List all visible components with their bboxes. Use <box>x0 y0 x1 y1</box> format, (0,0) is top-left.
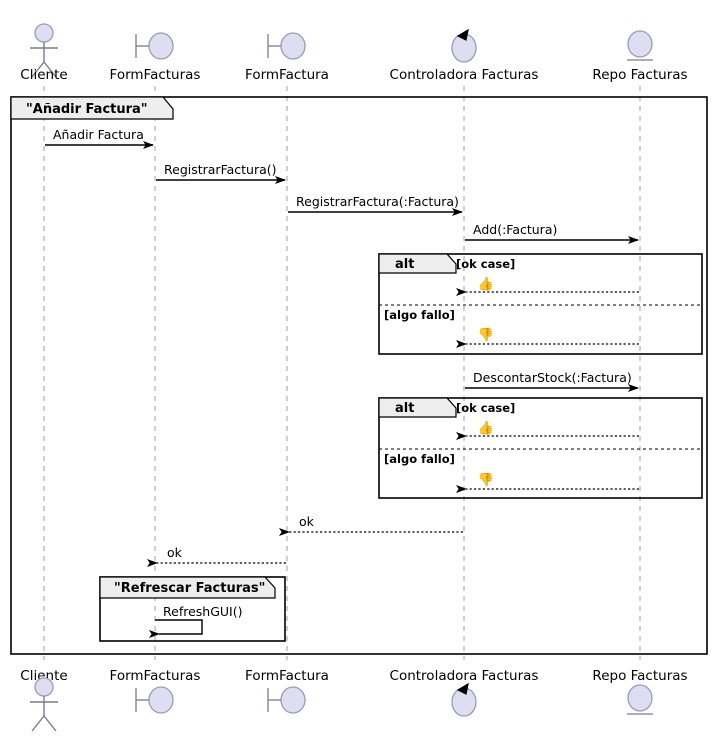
lifeline-label-controladora-top: Controladora Facturas <box>390 67 539 83</box>
self-message-label: RefreshGUI() <box>163 604 242 619</box>
thumbs-down-icon: 👎 <box>478 472 494 488</box>
message-label: DescontarStock(:Factura) <box>473 370 632 385</box>
fragment-guard-label: [algo fallo] <box>384 308 455 322</box>
frames-layer: "Añadir Factura" <box>10 96 708 655</box>
message-alt2-1[interactable]: 👎 <box>456 472 639 493</box>
thumbs-up-icon: 👍 <box>478 420 494 436</box>
message-m5[interactable]: DescontarStock(:Factura) <box>465 370 639 392</box>
fragment-alt2: alt [ok case] 👍 [algo fallo] 👎 <box>378 397 703 499</box>
lifelines-layer: ClienteClienteFormFacturasFormFacturasFo… <box>20 23 688 732</box>
fragment-alt1: alt [ok case] 👍 [algo fallo] 👎 <box>378 253 703 355</box>
boundary-icon <box>135 686 174 714</box>
boundary-icon <box>267 686 306 714</box>
entity-icon <box>627 684 653 715</box>
fragment-section-1: [algo fallo] 👎 <box>384 308 639 348</box>
message-label: ok <box>167 545 183 560</box>
fragment-box <box>378 253 703 355</box>
lifeline-label-formfactura-bottom: FormFactura <box>245 668 329 684</box>
lifeline-label-cliente-top: Cliente <box>20 67 67 83</box>
fragment-guard-label: [ok case] <box>456 401 515 415</box>
boundary-icon <box>267 32 306 60</box>
inner-frame-layer: "Refrescar Facturas" RefreshGUI() <box>99 576 286 642</box>
actor-stick-figure-icon <box>30 23 58 78</box>
outer-frame: "Añadir Factura" <box>10 96 708 655</box>
message-label: Add(:Factura) <box>473 222 557 237</box>
control-icon <box>451 28 477 63</box>
message-m6[interactable]: ok <box>279 514 463 536</box>
message-alt1-1[interactable]: 👎 <box>456 327 639 348</box>
fragment-operator-tab <box>378 397 457 418</box>
self-message-arrow <box>149 619 203 638</box>
message-label: RegistrarFactura() <box>164 162 277 177</box>
lifeline-label-formfacturas-top: FormFacturas <box>110 67 201 83</box>
fragment-box <box>378 397 703 499</box>
fragments-layer: alt[ok case]👍[algo fallo]👎alt[ok case]👍[… <box>378 253 703 499</box>
actor-stick-figure-icon <box>30 677 58 732</box>
message-m7[interactable]: ok <box>147 545 286 567</box>
lifeline-label-repo-top: Repo Facturas <box>592 67 687 83</box>
self-message-refreshgui[interactable]: RefreshGUI() <box>149 604 242 638</box>
outer-frame-box <box>10 96 708 655</box>
message-m3[interactable]: RegistrarFactura(:Factura) <box>288 194 463 216</box>
fragment-operator-tab <box>378 253 457 274</box>
message-m4[interactable]: Add(:Factura) <box>465 222 639 244</box>
inner-frame-title: "Refrescar Facturas" <box>114 581 265 596</box>
thumbs-up-icon: 👍 <box>478 276 494 292</box>
message-alt1-0[interactable]: 👍 <box>456 276 639 296</box>
message-alt2-0[interactable]: 👍 <box>456 420 639 440</box>
lifeline-label-formfacturas-bottom: FormFacturas <box>110 668 201 684</box>
message-label: ok <box>299 514 315 529</box>
boundary-icon <box>135 32 174 60</box>
message-label: RegistrarFactura(:Factura) <box>296 194 459 209</box>
message-m2[interactable]: RegistrarFactura() <box>156 162 286 184</box>
fragment-section-0: [ok case] 👍 <box>456 257 639 296</box>
lifeline-label-formfactura-top: FormFactura <box>245 67 329 83</box>
fragment-guard-label: [ok case] <box>456 257 515 271</box>
entity-icon <box>627 30 653 61</box>
lifeline-label-cliente-bottom: Cliente <box>20 668 67 684</box>
thumbs-down-icon: 👎 <box>478 327 494 343</box>
fragment-operator-label: alt <box>395 401 414 416</box>
inner-frame-tab <box>99 576 276 599</box>
lifeline-label-repo-bottom: Repo Facturas <box>592 668 687 684</box>
message-m1[interactable]: Añadir Factura <box>45 127 154 149</box>
fragment-guard-label: [algo fallo] <box>384 452 455 466</box>
message-label: Añadir Factura <box>53 127 144 142</box>
control-icon <box>451 682 477 717</box>
lifeline-label-controladora-bottom: Controladora Facturas <box>390 668 539 684</box>
outer-frame-title: "Añadir Factura" <box>26 102 148 117</box>
outer-frame-tab <box>10 96 174 120</box>
fragment-section-0: [ok case] 👍 <box>456 401 639 440</box>
fragment-operator-label: alt <box>395 257 414 272</box>
fragment-section-1: [algo fallo] 👎 <box>384 452 639 493</box>
